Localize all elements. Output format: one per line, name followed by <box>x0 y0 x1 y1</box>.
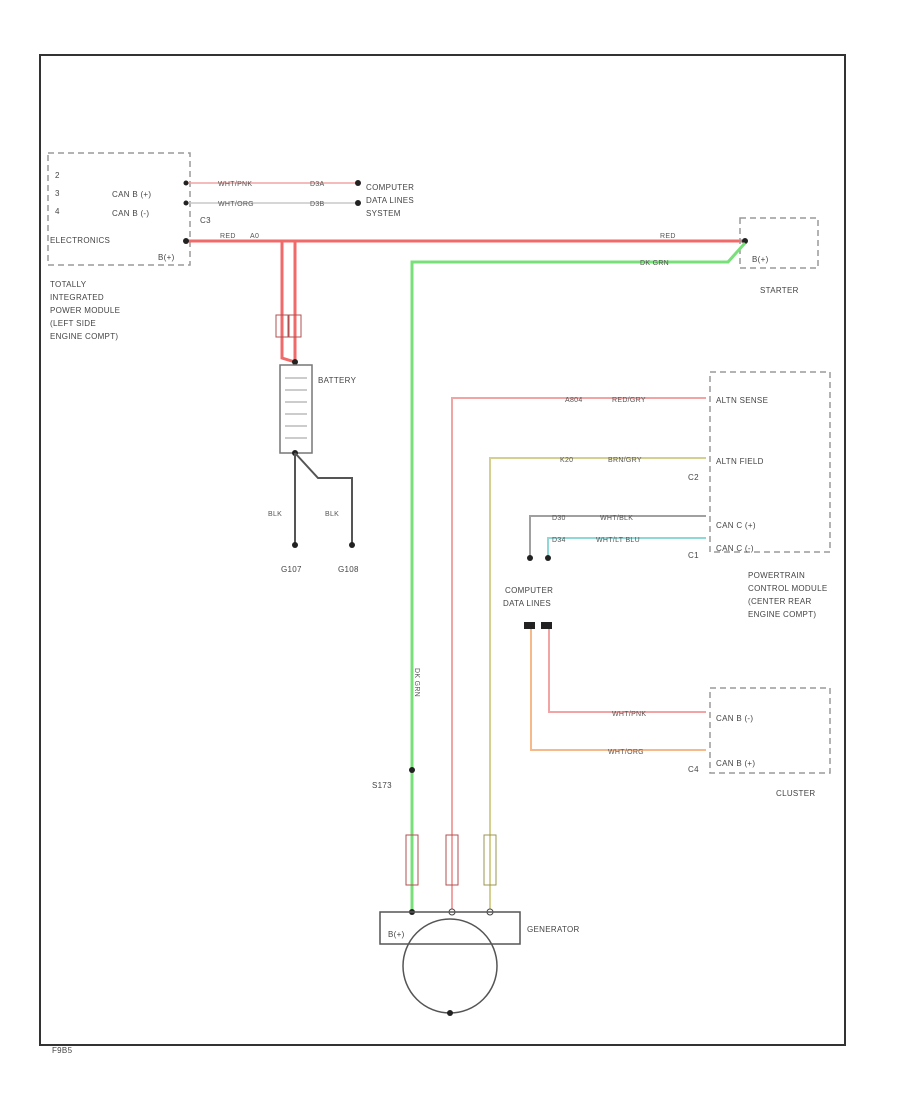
bplus-red-wire: RED A0 RED <box>183 233 748 365</box>
wire-wht-pnk-cluster: WHT/PNK <box>612 711 646 718</box>
wire-d34: D34 <box>552 537 566 544</box>
generator-component: B(+) GENERATOR <box>379 834 580 1016</box>
tipm-data-wires: WHT/PNK D3A WHT/ORG D3B COMPUTER DATA LI… <box>183 180 414 218</box>
pcm-label-1: POWERTRAIN <box>748 571 805 580</box>
cluster-wires: WHT/PNK WHT/ORG <box>530 629 706 756</box>
figure-id: F9B5 <box>52 1046 73 1055</box>
tipm-pin-3: 3 <box>55 189 60 198</box>
starter-bplus-label: B(+) <box>752 255 769 264</box>
tipm-label-4: (LEFT SIDE <box>50 319 96 328</box>
cluster-component: CAN B (-) CAN B (+) C4 CLUSTER <box>688 687 831 798</box>
wire-a0: A0 <box>250 233 259 240</box>
wire-wht-pnk-top: WHT/PNK <box>218 181 252 188</box>
battery-label: BATTERY <box>318 376 357 385</box>
tipm-component: 2 3 4 CAN B (+) CAN B (-) C3 B(+) ELECTR… <box>47 152 211 341</box>
pcm-label-3: (CENTER REAR <box>748 597 812 606</box>
ground-g108: G108 <box>338 565 359 574</box>
pcm-label-2: CONTROL MODULE <box>748 584 827 593</box>
pcm-pin-can-c-plus: CAN C (+) <box>716 521 756 530</box>
pcm-pin-altn-field: ALTN FIELD <box>716 457 764 466</box>
splice-s173: S173 <box>372 781 392 790</box>
starter-component: B(+) STARTER <box>739 217 819 295</box>
cluster-connector-c4: C4 <box>688 765 699 774</box>
wire-d30: D30 <box>552 515 566 522</box>
tipm-pin-4: 4 <box>55 207 60 216</box>
cluster-label: CLUSTER <box>776 789 815 798</box>
altn-field-wire: K20 BRN/GRY <box>489 457 706 910</box>
wire-red-starter: RED <box>660 233 676 240</box>
tipm-can-b-plus-label: CAN B (+) <box>112 190 151 199</box>
wire-a804: A804 <box>565 397 583 404</box>
tipm-label-2: INTEGRATED <box>50 293 104 302</box>
tipm-can-b-minus-label: CAN B (-) <box>112 209 149 218</box>
cdl-mid-label-2: DATA LINES <box>503 599 551 608</box>
wire-d3a: D3A <box>310 181 325 188</box>
pcm-pin-can-c-minus: CAN C (-) <box>716 544 754 553</box>
pcm-label-4: ENGINE COMPT) <box>748 610 816 619</box>
wire-red-gry: RED/GRY <box>612 397 646 404</box>
wire-d3b: D3B <box>310 201 325 208</box>
tipm-connector-c3: C3 <box>200 216 211 225</box>
wire-red-tipm: RED <box>220 233 236 240</box>
cluster-pin-can-b-plus: CAN B (+) <box>716 759 755 768</box>
wire-wht-lt-blu: WHT/LT BLU <box>596 537 640 544</box>
wire-wht-org-top: WHT/ORG <box>218 201 254 208</box>
pcm-connector-c2: C2 <box>688 473 699 482</box>
wire-wht-blk: WHT/BLK <box>600 515 633 522</box>
dk-grn-wire: DK GRN DK GRN S173 <box>372 241 747 910</box>
ground-2-wire: BLK <box>325 511 339 518</box>
tipm-label-electronics: ELECTRONICS <box>50 236 110 245</box>
tipm-label-5: ENGINE COMPT) <box>50 332 118 341</box>
pcm-pin-altn-sense: ALTN SENSE <box>716 396 768 405</box>
altn-sense-wire: A804 RED/GRY <box>451 397 706 910</box>
ground-g107: G107 <box>281 565 302 574</box>
cdl-top-label-3: SYSTEM <box>366 209 401 218</box>
cdl-mid-label-1: COMPUTER <box>505 586 553 595</box>
cdl-top-label-1: COMPUTER <box>366 183 414 192</box>
pcm-connector-c1: C1 <box>688 551 699 560</box>
wire-dk-grn-vertical: DK GRN <box>413 668 420 697</box>
wire-wht-org-cluster: WHT/ORG <box>608 749 644 756</box>
cluster-pin-can-b-minus: CAN B (-) <box>716 714 753 723</box>
tipm-label-3: POWER MODULE <box>50 306 120 315</box>
pcm-component: ALTN SENSE ALTN FIELD CAN C (+) CAN C (-… <box>688 371 831 619</box>
wire-dk-grn-starter: DK GRN <box>640 260 669 267</box>
battery-component: BATTERY BLK BLK G107 G108 <box>268 364 359 574</box>
tipm-pin-2: 2 <box>55 171 60 180</box>
diagram-frame <box>39 54 846 1046</box>
wire-brn-gry: BRN/GRY <box>608 457 642 464</box>
ground-1-wire: BLK <box>268 511 282 518</box>
tipm-bplus-label: B(+) <box>158 253 175 262</box>
wire-k20: K20 <box>560 457 573 464</box>
generator-bplus-label: B(+) <box>388 930 405 939</box>
starter-label: STARTER <box>760 286 799 295</box>
tipm-label-1: TOTALLY <box>50 280 87 289</box>
generator-label: GENERATOR <box>527 925 580 934</box>
cdl-top-label-2: DATA LINES <box>366 196 414 205</box>
can-c-wires: D30 WHT/BLK D34 WHT/LT BLU COMPUTER DATA… <box>503 515 706 629</box>
